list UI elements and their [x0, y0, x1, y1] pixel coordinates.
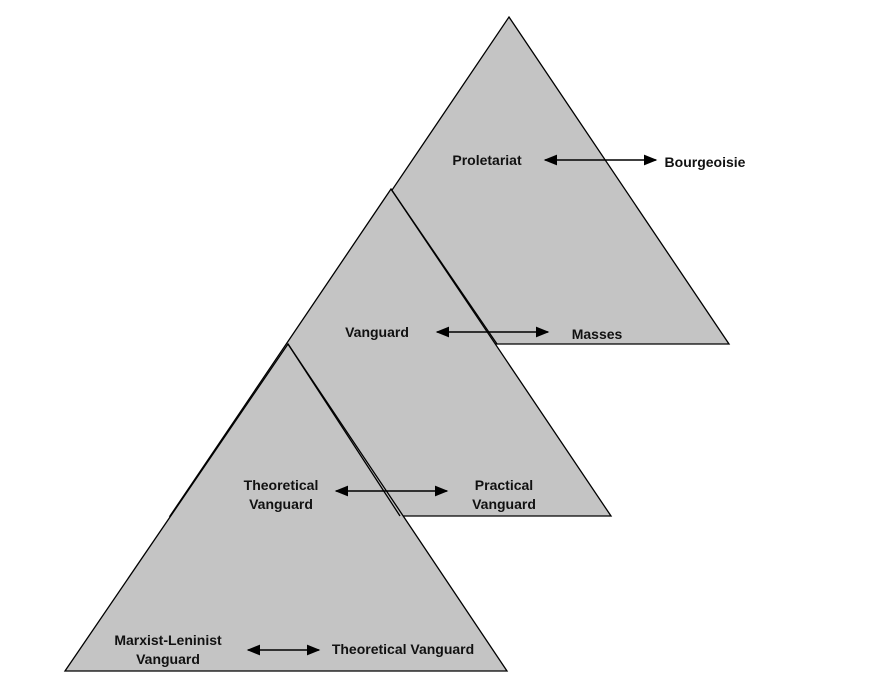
label-practical-vanguard-line2: Vanguard — [472, 496, 536, 512]
label-marxist-leninist-line2: Vanguard — [136, 651, 200, 667]
label-bourgeoisie: Bourgeoisie — [664, 154, 746, 170]
triangle-theoretical-practical — [63, 342, 509, 672]
label-proletariat: Proletariat — [452, 152, 522, 168]
label-marxist-leninist-vanguard: Marxist-Leninist Vanguard — [114, 631, 221, 669]
label-theoretical-vanguard-bottom: Theoretical Vanguard — [331, 641, 475, 657]
label-masses: Masses — [571, 326, 623, 342]
label-theoretical-vanguard-line1: Theoretical — [243, 477, 319, 493]
label-theoretical-vanguard: Theoretical Vanguard — [244, 476, 319, 514]
label-practical-vanguard-line1: Practical — [474, 477, 534, 493]
label-vanguard: Vanguard — [345, 324, 409, 340]
divider-line-upper — [390, 188, 498, 345]
label-practical-vanguard: Practical Vanguard — [472, 476, 536, 514]
label-marxist-leninist-line1: Marxist-Leninist — [114, 632, 222, 648]
label-theoretical-vanguard-line2: Vanguard — [249, 496, 313, 512]
